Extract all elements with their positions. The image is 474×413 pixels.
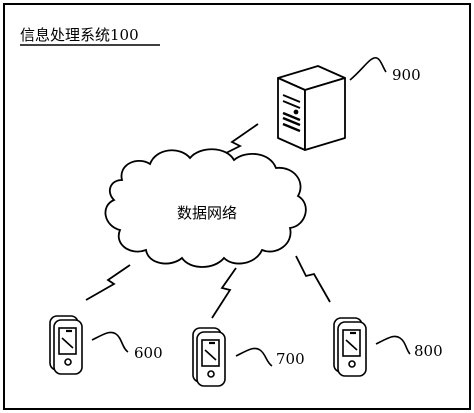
device-800-icon	[333, 317, 367, 377]
server-label: 900	[392, 66, 421, 84]
device-600-label: 600	[134, 344, 163, 362]
device-700-leader	[235, 347, 273, 367]
device-700-icon	[192, 327, 226, 387]
server-leader	[349, 56, 387, 81]
device-800-leader	[375, 335, 411, 355]
device-600-leader	[91, 331, 129, 353]
link-bolt-800	[295, 255, 331, 303]
device-700-label: 700	[276, 350, 305, 368]
device-600-icon	[49, 315, 83, 375]
device-800-label: 800	[414, 342, 443, 360]
cloud-label: 数据网络	[177, 204, 237, 222]
link-bolt-600	[85, 264, 131, 301]
outer-frame	[3, 3, 471, 410]
cloud-shape	[104, 148, 307, 268]
server-icon	[277, 65, 346, 151]
link-bolt-700	[211, 267, 237, 319]
diagram-title: 信息处理系统100	[20, 26, 139, 44]
